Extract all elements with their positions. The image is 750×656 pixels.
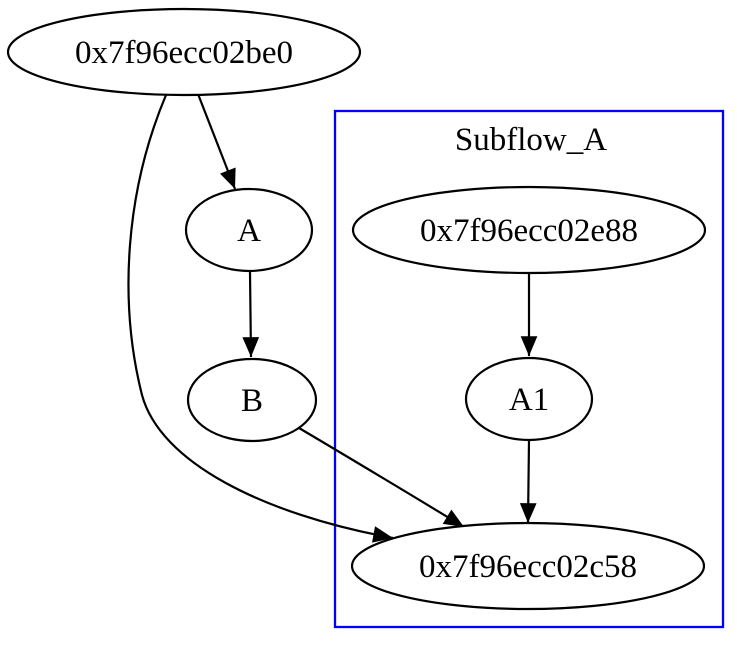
node-0x7f96ecc02c58: 0x7f96ecc02c58 [350, 521, 706, 611]
node-a1: A1 [464, 356, 594, 442]
node-0x7f96ecc02be0: 0x7f96ecc02be0 [6, 7, 362, 97]
node-0x7f96ecc02e88-shape [351, 185, 707, 275]
node-a1-shape [464, 356, 594, 442]
node-b-shape [186, 357, 318, 443]
edge-b-to-0x7f96ecc02c58 [298, 427, 465, 528]
node-a-shape [184, 187, 314, 273]
edge-0x7f96ecc02be0-to-a [196, 93, 237, 190]
edge-a1-to-0x7f96ecc02c58 [519, 439, 537, 524]
node-b-label: B [241, 383, 263, 419]
node-b: B [186, 357, 318, 443]
cluster-subflow-a-label: Subflow_A [455, 122, 607, 158]
cluster-subflow-a-border [333, 109, 725, 629]
node-0x7f96ecc02e88-label: 0x7f96ecc02e88 [420, 213, 638, 249]
node-a-label: A [237, 213, 261, 249]
node-0x7f96ecc02c58-shape [350, 521, 706, 611]
node-0x7f96ecc02e88: 0x7f96ecc02e88 [351, 185, 707, 275]
node-a: A [184, 187, 314, 273]
edge-a-to-b [242, 271, 260, 358]
edge-0x7f96ecc02be0-to-0x7f96ecc02c58 [127, 94, 394, 543]
node-a1-label: A1 [509, 382, 549, 418]
node-0x7f96ecc02c58-label: 0x7f96ecc02c58 [419, 549, 637, 585]
node-0x7f96ecc02be0-label: 0x7f96ecc02be0 [75, 35, 293, 71]
node-0x7f96ecc02be0-shape [6, 7, 362, 97]
